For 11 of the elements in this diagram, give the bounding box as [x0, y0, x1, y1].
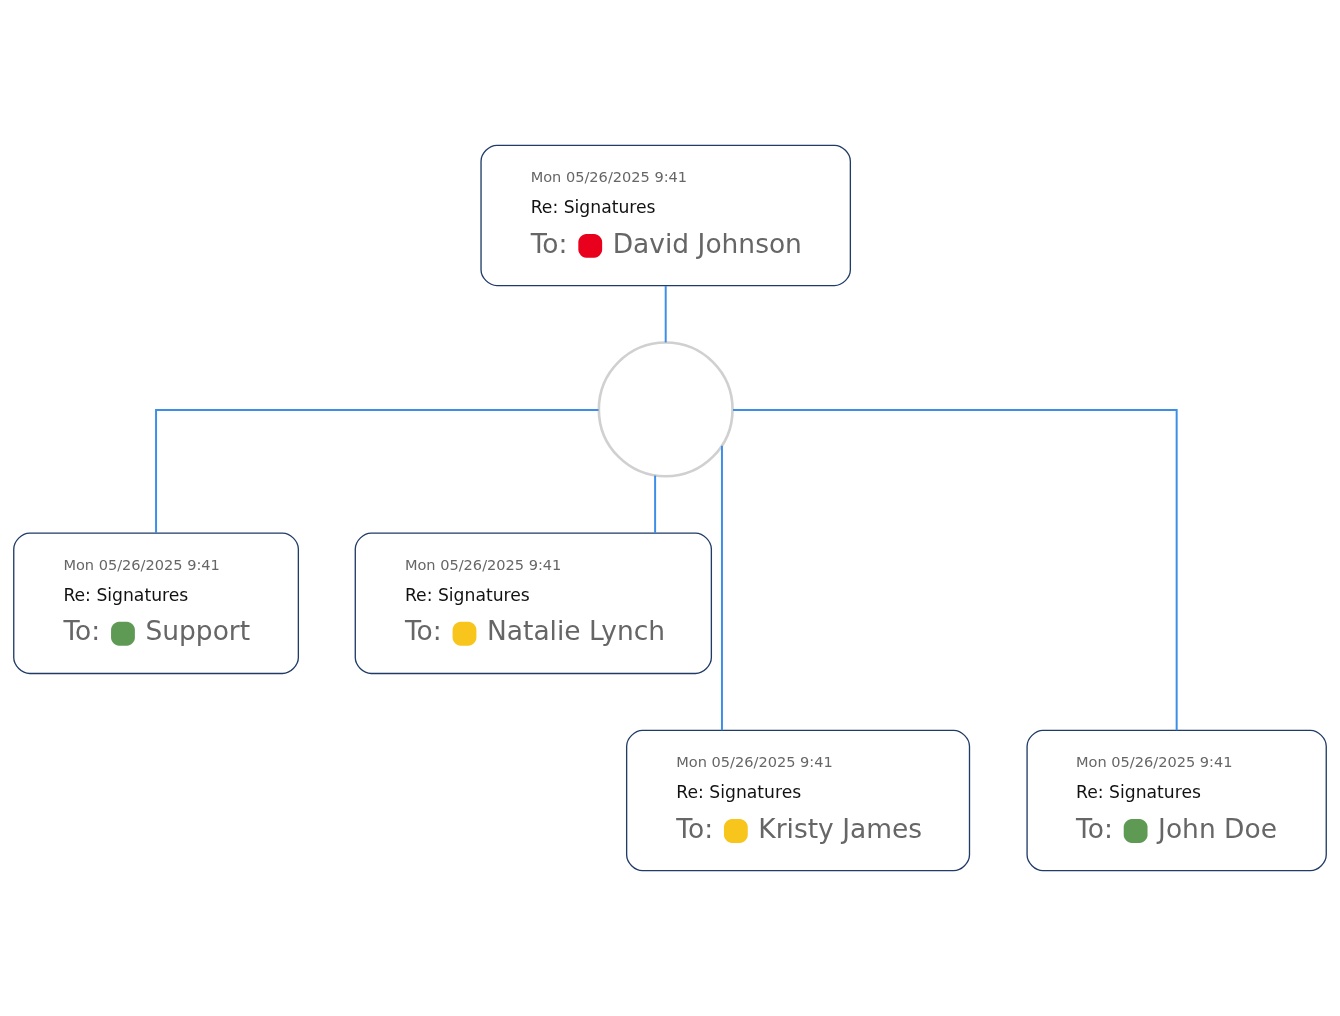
node-box: Mon 05/26/2025 9:41 Re: Signatures To: Support: [13, 532, 300, 675]
connector: [664, 285, 667, 344]
connector: [720, 444, 723, 732]
node-box: Mon 05/26/2025 9:41 Re: Signatures To: Kristy James: [626, 729, 971, 872]
connector: [155, 409, 600, 534]
node-circle: [597, 341, 734, 478]
node-box: Mon 05/26/2025 9:41 Re: Signatures To: John Doe: [1026, 729, 1327, 872]
node-box: Mon 05/26/2025 9:41 Re: Signatures To: David Johnson: [480, 144, 851, 287]
connector: [732, 409, 1178, 732]
node-box: Mon 05/26/2025 9:41 Re: Signatures To: Natalie Lynch: [354, 532, 713, 675]
connector: [654, 474, 657, 535]
